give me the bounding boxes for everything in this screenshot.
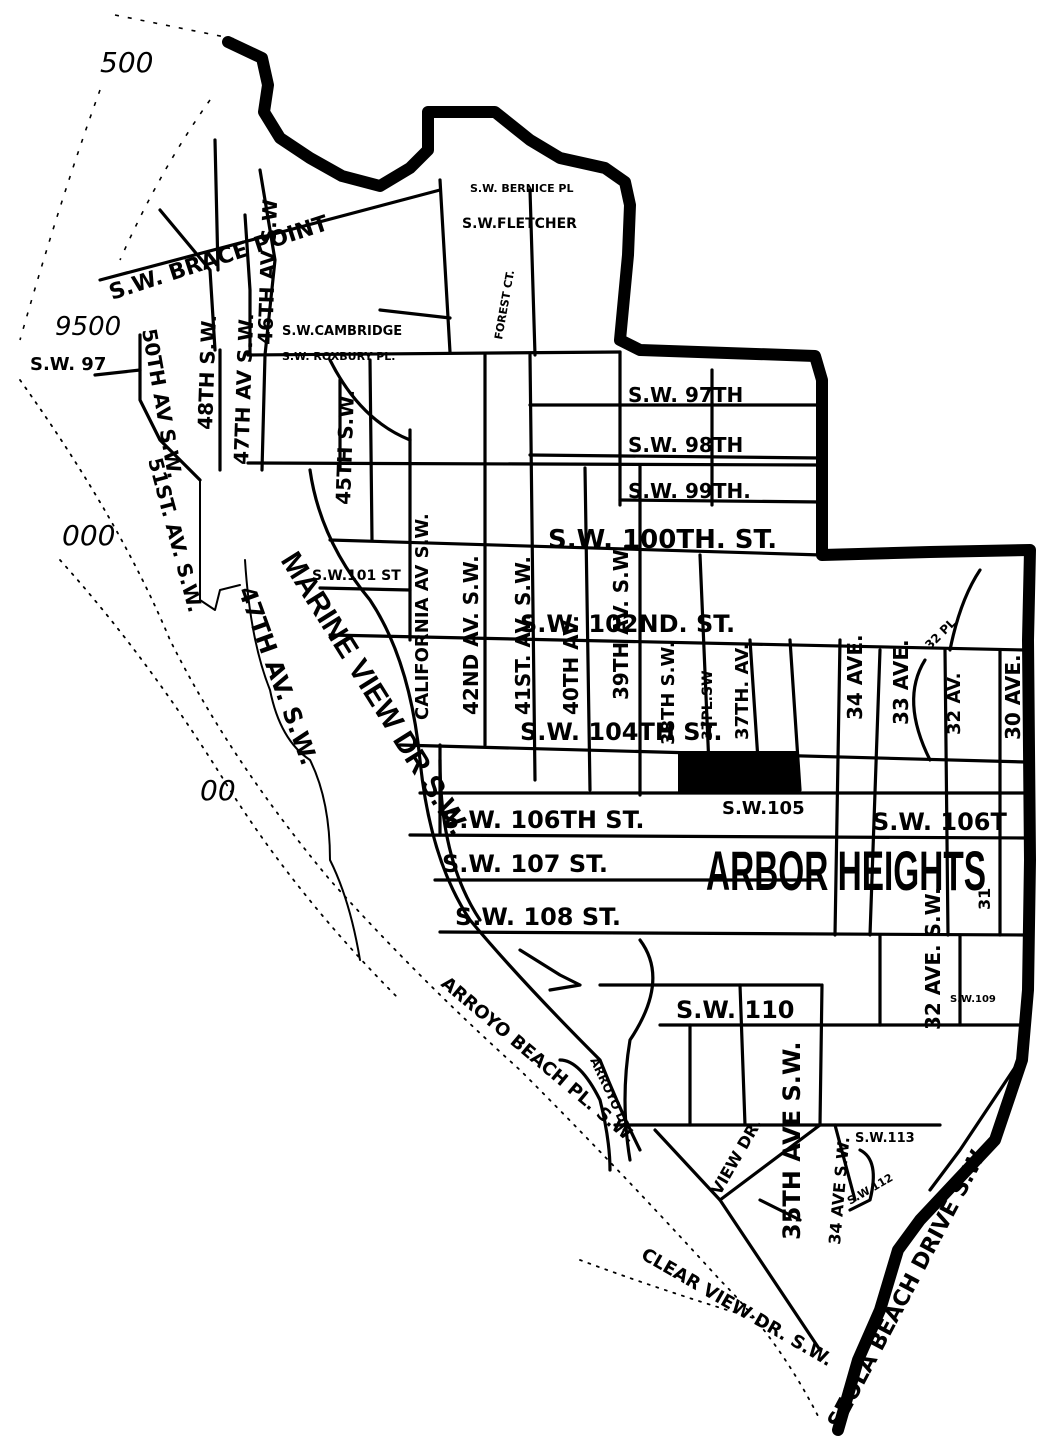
label-sw-bernice-pl: S.W. BERNICE PL xyxy=(470,182,574,195)
label-30-ave: 30 AVE. xyxy=(1001,654,1025,740)
label-view-dr: VIEW DR. xyxy=(707,1115,766,1198)
label-35th-ave-sw: 35TH AVE S.W. xyxy=(778,1041,806,1240)
label-42nd-av: 42ND AV. S.W. xyxy=(459,555,483,715)
label-sw-113: S.W.113 xyxy=(855,1131,915,1146)
label-sw-cambridge: S.W.CAMBRIDGE xyxy=(282,324,402,339)
edge-number-000: 000 xyxy=(62,519,115,552)
street-labels: S.W. 97TH S.W. 98TH S.W. 99TH. S.W. 100T… xyxy=(30,182,1025,1433)
label-33-ave: 33 AVE. xyxy=(889,639,913,725)
edge-number-00: 00 xyxy=(200,774,236,807)
highlighted-block xyxy=(678,751,799,793)
street-network xyxy=(93,138,1027,1352)
label-sw-98th: S.W. 98TH xyxy=(628,433,743,457)
edge-numbers: 500 9500 000 00 xyxy=(55,46,236,807)
label-32-pl: 32 PL. xyxy=(922,613,962,653)
label-arroyo-beach-pl-sw: ARROYO BEACH PL. S.W. xyxy=(437,973,640,1148)
edge-number-9500: 9500 xyxy=(55,312,121,342)
label-forest-ct: FOREST CT. xyxy=(492,269,517,340)
label-38th-sw: 38TH S.W. xyxy=(658,641,679,745)
label-46th-av-sw: 46TH AV S.W xyxy=(253,199,282,346)
label-45th-sw: 45TH S.W. xyxy=(331,389,359,505)
label-sw-110: S.W. 110 xyxy=(676,996,795,1024)
label-sw-97: S.W. 97 xyxy=(30,354,106,375)
shoreline-contours xyxy=(19,14,821,1421)
label-34-ave-sw: 34 AVE S.W. xyxy=(825,1136,853,1245)
label-sw-99th: S.W. 99TH. xyxy=(628,479,751,503)
label-sw-105: S.W.105 xyxy=(722,798,805,819)
label-sw-roxbury-pl: S.W. ROXBURY PL. xyxy=(282,350,396,363)
label-sw-97th: S.W. 97TH xyxy=(628,383,743,407)
label-sw-106th-st: S.W. 106TH ST. xyxy=(442,806,644,834)
label-sw-brace-point: S.W. BRACE POINT xyxy=(106,211,331,305)
label-31-av: 31 xyxy=(975,888,994,910)
label-sw-104th-st: S.W. 104TH ST. xyxy=(520,718,722,746)
label-sw-102nd-st: S.W. 102ND. ST. xyxy=(520,610,735,638)
label-47th-av-sw-upper: 47TH AV S.W. xyxy=(229,313,258,466)
label-34-ave: 34 AVE. xyxy=(843,634,867,720)
label-sw-100th-st: S.W. 100TH. ST. xyxy=(548,525,777,555)
label-sw-106t-east: S.W. 106T xyxy=(872,808,1007,836)
district-boundary xyxy=(222,36,1036,1436)
label-california-av-sw: CALIFORNIA AV S.W. xyxy=(412,513,433,720)
label-sw-108-st: S.W. 108 ST. xyxy=(455,903,621,931)
label-48th-sw: 48TH S.W. xyxy=(193,314,221,430)
map-title: ARBOR HEIGHTS xyxy=(706,839,986,902)
edge-number-500: 500 xyxy=(100,46,153,79)
label-sw-101-st: S.W.101 ST xyxy=(312,568,401,584)
label-39th-av: 39TH AV. S.W. xyxy=(609,543,633,700)
label-clear-view-dr-sw: CLEAR VIEW DR. S.W. xyxy=(638,1244,837,1371)
label-37pl-sw: 37PL.SW xyxy=(700,670,716,740)
label-32-ave-sw: 32 AVE. S.W. xyxy=(921,887,945,1030)
label-40th-av: 40TH AV. xyxy=(559,615,583,715)
label-32-av: 32 AV. xyxy=(944,673,965,735)
label-sw-fletcher: S.W.FLETCHER xyxy=(462,216,577,232)
label-sw-107-st: S.W. 107 ST. xyxy=(442,850,608,878)
label-41st-av: 41ST. AV. S.W. xyxy=(511,556,535,715)
label-sw-109: S.W.109 xyxy=(950,994,996,1005)
label-37th-av: 37TH. AV. xyxy=(732,643,753,740)
